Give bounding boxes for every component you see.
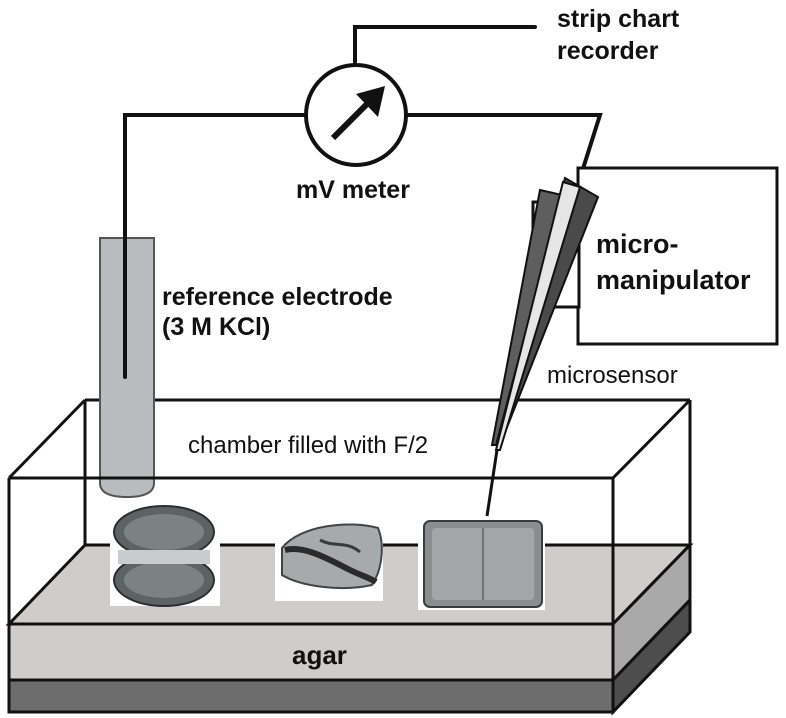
chamber-front-edges [7, 476, 615, 624]
specimen-diatom-pair [110, 503, 220, 607]
label-reference-line1: reference electrode [162, 283, 393, 311]
label-manipulator-line2: manipulator [596, 265, 751, 295]
microsensor-tip [485, 449, 499, 517]
meter-needle-arrowhead [356, 86, 385, 117]
label-mv-meter: mV meter [296, 176, 410, 204]
specimen-middle-cell [275, 518, 383, 601]
microsensor [485, 176, 600, 517]
mv-meter [304, 63, 408, 167]
agar-front-light [7, 622, 615, 682]
wire-recorder [353, 25, 537, 64]
label-recorder-line1: strip chart [557, 5, 680, 33]
label-reference-line2: (3 M KCl) [162, 313, 270, 341]
label-agar: agar [292, 640, 347, 670]
wire-microsensor [405, 113, 603, 177]
meter-needle [330, 96, 375, 141]
chamber-back-edges [7, 398, 692, 545]
label-chamber: chamber filled with F/2 [188, 432, 428, 459]
label-microsensor: microsensor [547, 362, 678, 389]
agar-front-dark [7, 678, 615, 714]
specimen-square-cell [418, 516, 545, 610]
label-recorder-line2: recorder [557, 37, 659, 65]
label-manipulator-line1: micro- [596, 229, 679, 259]
